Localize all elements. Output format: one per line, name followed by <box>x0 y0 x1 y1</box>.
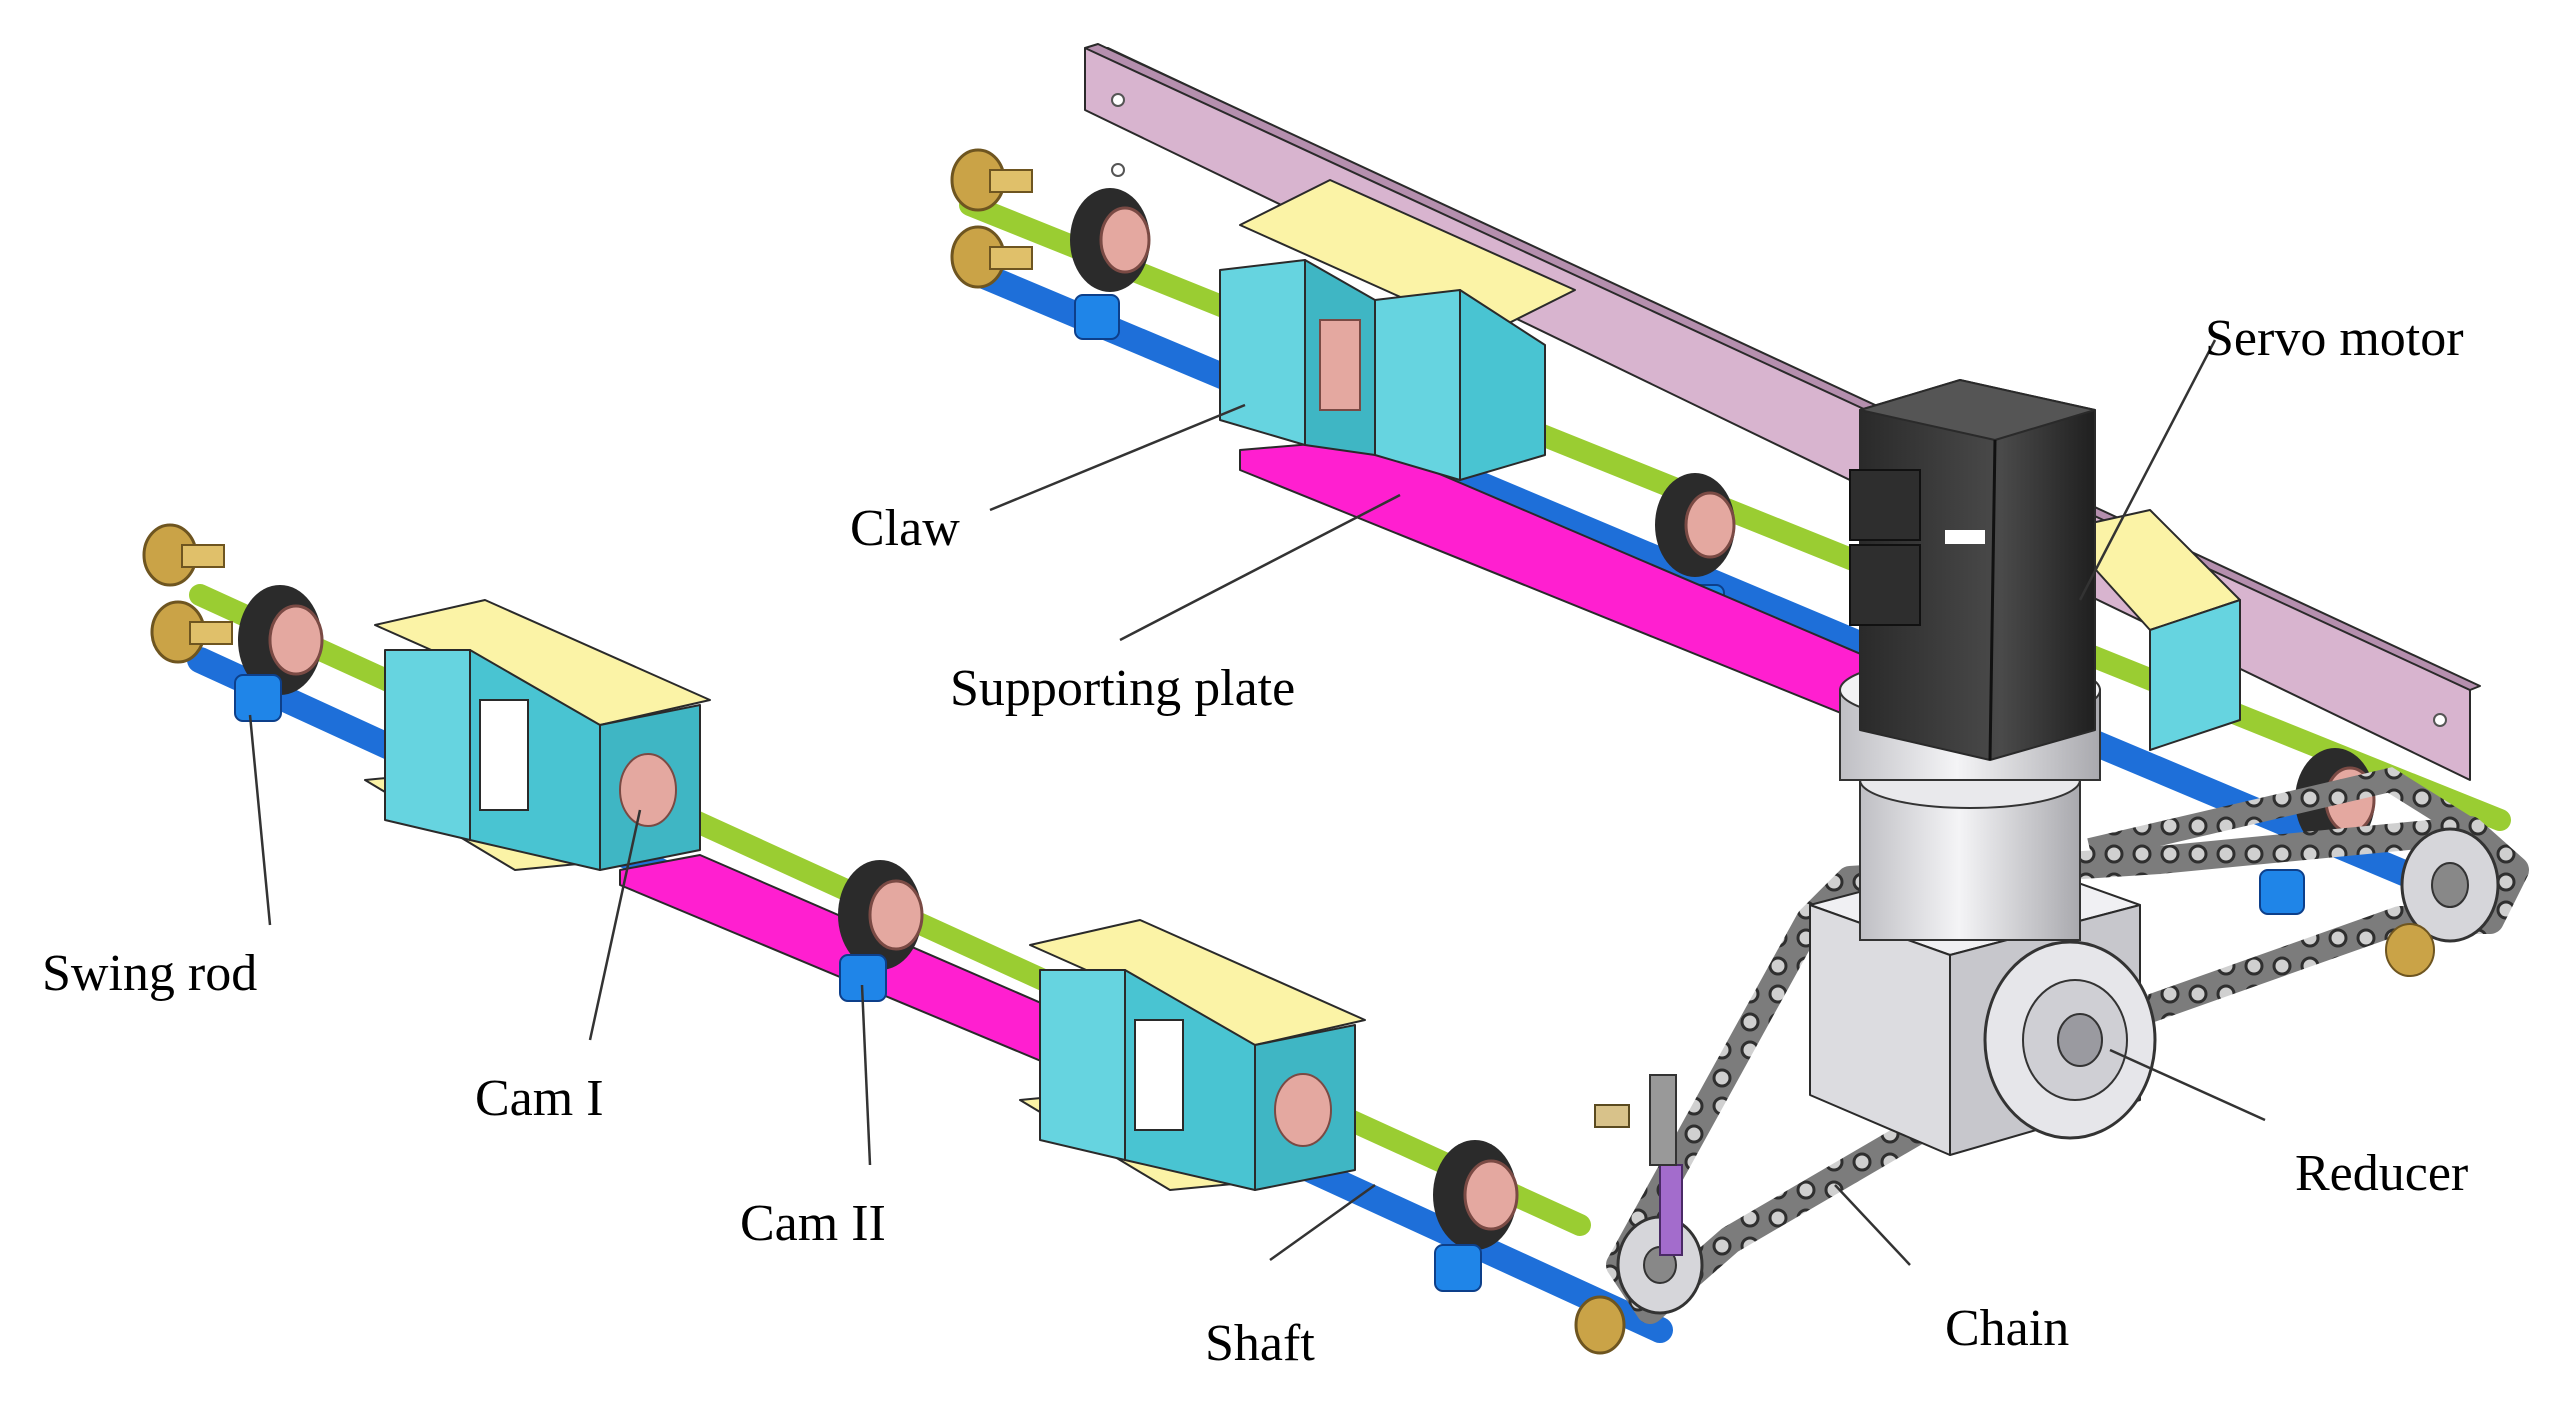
back-end-caps <box>950 148 1033 289</box>
right-sprocket <box>2385 827 2500 977</box>
label-chain: Chain <box>1945 1300 2069 1357</box>
front-rod-brackets <box>234 674 1482 1292</box>
label-servo-motor: Servo motor <box>2205 310 2464 367</box>
front-end-caps <box>142 523 1626 1355</box>
leader-cam-2 <box>860 984 872 1166</box>
leader-swing-rod <box>248 714 272 926</box>
labels: Servo motor Claw Supporting plate Swing … <box>42 310 2468 1372</box>
reducer <box>1809 657 2157 1156</box>
front-claw-1 <box>364 599 711 871</box>
label-cam-2: Cam II <box>740 1195 886 1252</box>
left-sprocket <box>1594 1074 1704 1315</box>
leader-shaft <box>1269 1183 1376 1262</box>
servo-motor <box>1849 379 2096 761</box>
leader-lines <box>248 339 2266 1266</box>
back-shaft <box>959 194 2511 831</box>
front-cam-wheels <box>238 585 1519 1250</box>
label-supporting-plate: Supporting plate <box>950 660 1295 717</box>
label-swing-rod: Swing rod <box>42 945 257 1002</box>
leader-claw <box>989 403 1246 512</box>
leader-cam-1 <box>588 809 642 1041</box>
back-claw <box>1219 179 1576 481</box>
label-reducer: Reducer <box>2295 1145 2468 1202</box>
label-cam-1: Cam I <box>475 1070 604 1127</box>
leader-reducer <box>2109 1048 2266 1122</box>
leader-servo-motor <box>2078 339 2217 601</box>
label-claw: Claw <box>850 500 960 557</box>
drive-chain <box>1606 767 2529 1324</box>
front-claw-2 <box>1019 919 1366 1191</box>
label-shaft: Shaft <box>1205 1315 1315 1372</box>
leader-chain <box>1834 1184 1911 1266</box>
back-claw-2 <box>2059 509 2241 751</box>
leader-supporting-plate <box>1119 493 1401 642</box>
